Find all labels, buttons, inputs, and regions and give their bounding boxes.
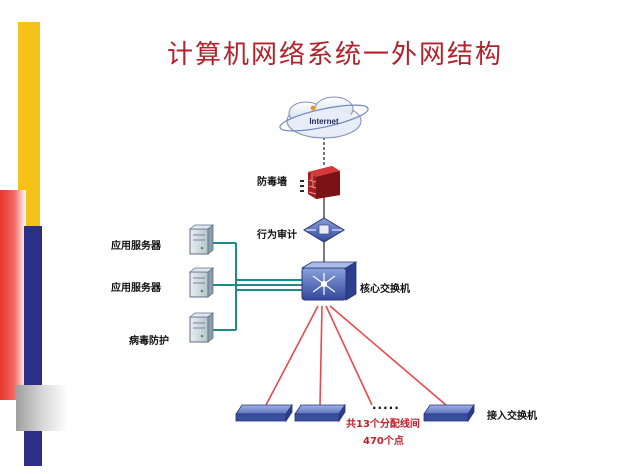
audit-label: 行为审计 <box>257 230 297 241</box>
core-switch-label: 核心交换机 <box>360 284 410 295</box>
behavior-audit-icon <box>303 217 345 243</box>
firewall-icon <box>300 166 340 199</box>
app-server-2-label: 应用服务器 <box>111 283 161 294</box>
access-switch-1-icon <box>235 403 293 423</box>
decor-bar-yellow <box>18 22 40 227</box>
internet-label: Internet <box>309 117 339 126</box>
access-switch-2-icon <box>294 403 346 423</box>
core-switch-icon <box>300 261 358 301</box>
decor-bar-red <box>0 190 26 400</box>
access-switch-3-icon <box>423 403 475 423</box>
app-server-1-icon <box>188 224 215 255</box>
distribution-note-line2: 470个点 <box>363 436 404 447</box>
distribution-note-line1: 共13个分配线间 <box>346 419 420 430</box>
antivirus-server-icon <box>188 312 215 343</box>
firewall-label: 防毒墙 <box>257 177 287 188</box>
link-core-access-3 <box>325 305 373 406</box>
link-core-access-1 <box>265 305 319 406</box>
app-server-1-label: 应用服务器 <box>111 241 161 252</box>
decor-bar-gray <box>16 385 68 431</box>
links <box>213 137 447 406</box>
app-server-2-icon <box>188 267 215 298</box>
access-switch-label: 接入交换机 <box>487 411 537 422</box>
more-switches-ellipsis: ..... <box>372 398 400 412</box>
antivirus-label: 病毒防护 <box>129 336 169 347</box>
link-core-access-2 <box>319 305 323 406</box>
internet-cloud-icon <box>279 96 369 139</box>
slide-title: 计算机网络系统一外网结构 <box>166 40 503 70</box>
link-core-access-4 <box>329 305 447 406</box>
